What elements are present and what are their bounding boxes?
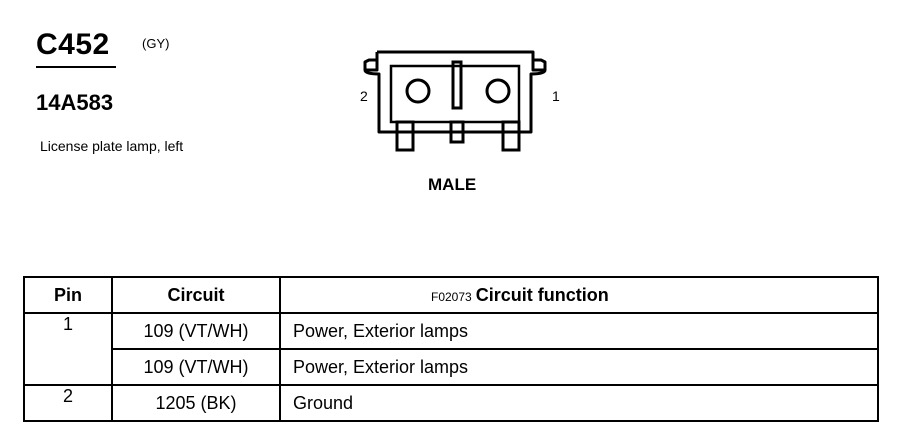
circuit-cell: 109 (VT/WH) — [111, 348, 281, 386]
function-cell: Ground — [279, 384, 879, 422]
connector-description: License plate lamp, left — [40, 138, 184, 154]
left-latch — [395, 120, 415, 152]
pin-cell: 1 — [23, 312, 113, 386]
table-row: 109 (VT/WH) Power, Exterior lamps — [24, 348, 879, 386]
right-latch — [501, 120, 521, 152]
circuit-cell: 1205 (BK) — [111, 384, 281, 422]
connector-color: (GY) — [142, 36, 170, 51]
header-circuit: Circuit — [111, 276, 281, 314]
pin-2-terminal — [405, 78, 431, 104]
table-row: 1 109 (VT/WH) Power, Exterior lamps — [23, 312, 879, 386]
circuit-cell: 109 (VT/WH) — [111, 312, 281, 350]
connector-housing-outline — [363, 50, 547, 134]
pin-1-terminal — [485, 78, 511, 104]
header-pin: Pin — [23, 276, 113, 314]
figure-code: F02073 — [431, 289, 472, 304]
pin-label-1: 1 — [552, 88, 560, 104]
connector-cavity-outline — [389, 64, 521, 124]
pin-cell: 2 — [23, 384, 113, 422]
pin-label-2: 2 — [360, 88, 368, 104]
connector-id: C452 — [36, 28, 110, 61]
part-number: 14A583 — [36, 90, 114, 115]
table-row: 2 1205 (BK) Ground — [23, 384, 879, 422]
header-function-label: Circuit function — [475, 284, 609, 305]
function-cell: Power, Exterior lamps — [279, 312, 879, 350]
connector-face-diagram — [363, 50, 547, 152]
connector-gender: MALE — [428, 175, 477, 194]
center-latch — [449, 120, 465, 144]
function-cell: Power, Exterior lamps — [279, 348, 879, 386]
connector-id-underline — [36, 66, 116, 68]
center-key — [451, 60, 463, 110]
